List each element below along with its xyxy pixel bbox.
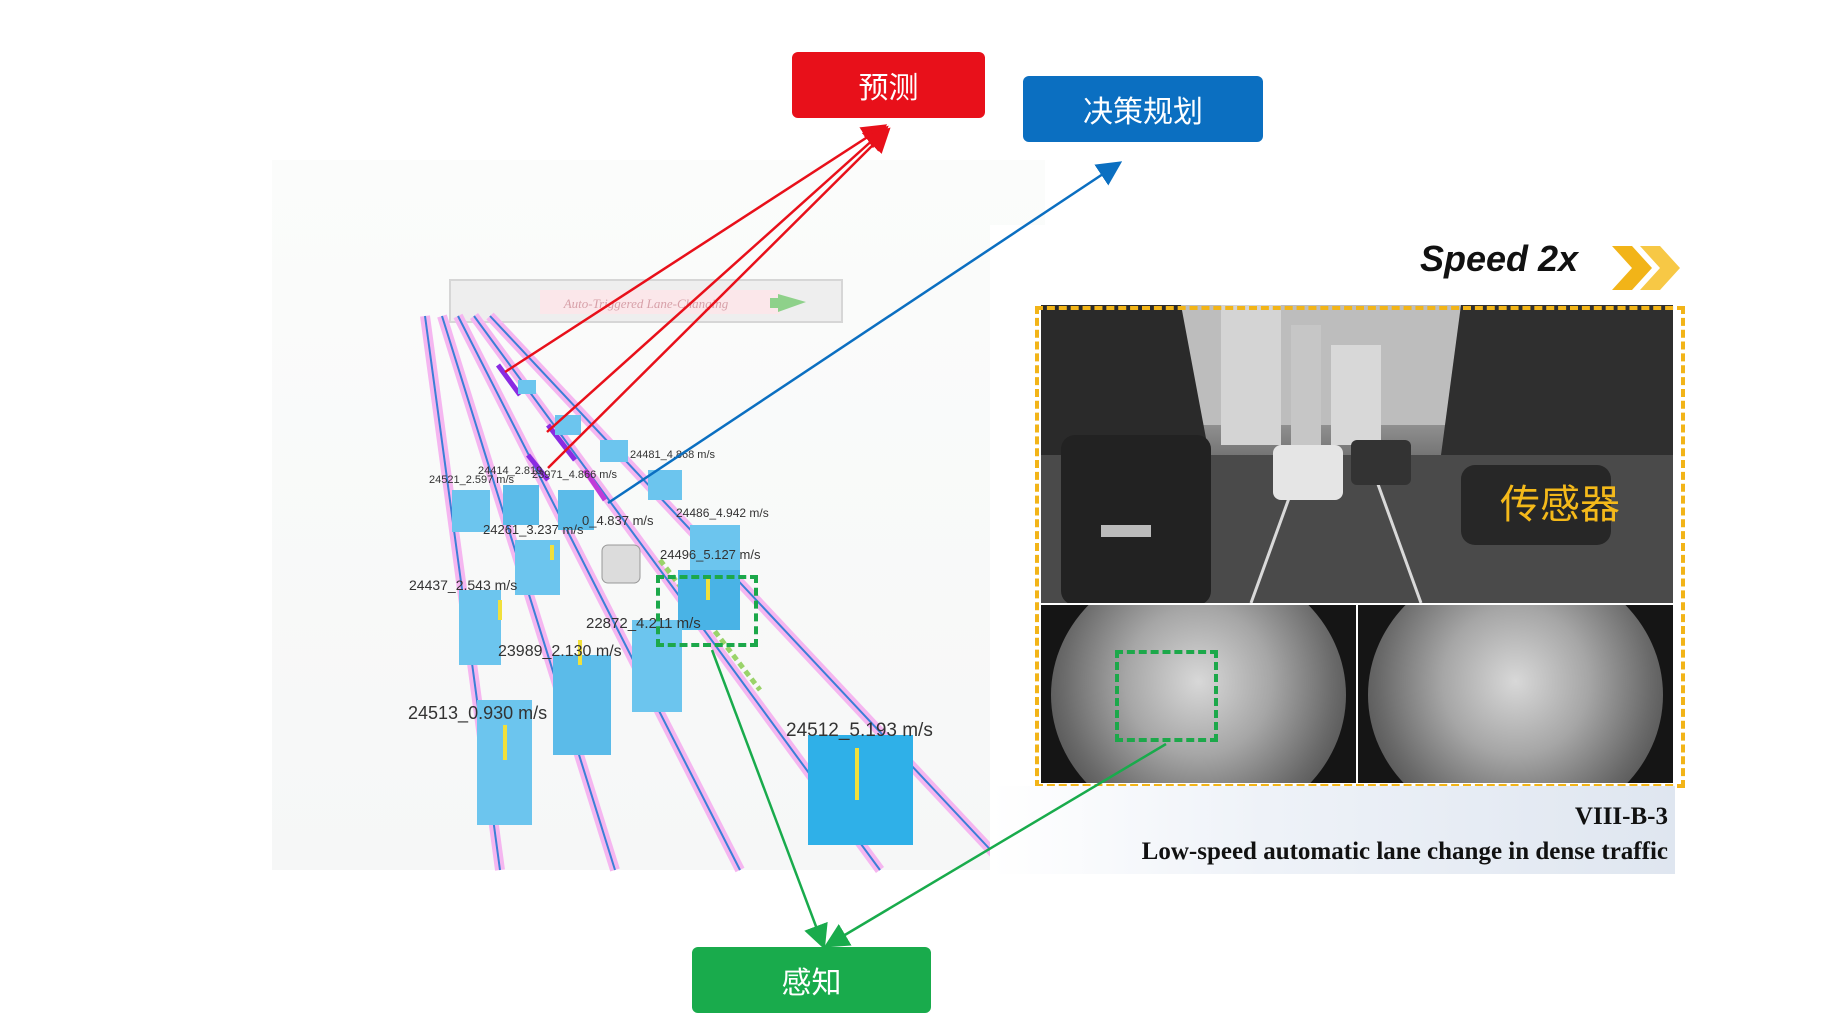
vehicle-label: 24521_2.597 m/s	[429, 474, 515, 486]
vehicle-label: 22872_4.211 m/s	[586, 615, 701, 632]
sim-detection-highlight	[656, 575, 758, 647]
perception-box: 感知	[692, 947, 931, 1013]
front-camera-view	[1041, 305, 1673, 603]
vehicle-box	[600, 440, 628, 462]
vehicle-label: 24513_0.930 m/s	[408, 703, 547, 724]
vehicle-label: 23971_4.866 m/s	[532, 469, 618, 481]
vehicle-label: 0_4.837 m/s	[582, 513, 654, 528]
vehicle-box	[690, 525, 740, 575]
vehicle-box	[459, 590, 501, 665]
prediction-box: 预测	[792, 52, 985, 118]
vehicle-box	[648, 470, 682, 500]
vehicle-label: 24261_3.237 m/s	[483, 522, 584, 537]
vehicle-label: 24486_4.942 m/s	[676, 506, 769, 520]
vehicle-box	[477, 700, 532, 825]
caption-code: VIII-B-3	[1574, 803, 1668, 830]
ego-vehicle	[601, 544, 641, 584]
perception-label: 感知	[781, 966, 842, 1001]
vehicle-label: 24481_4.868 m/s	[630, 449, 716, 461]
planning-label: 决策规划	[1083, 95, 1203, 130]
planning-box: 决策规划	[1023, 76, 1263, 142]
vehicle-label: 24437_2.543 m/s	[409, 577, 517, 593]
vehicle-box	[452, 490, 490, 532]
sensor-label: 传感器	[1500, 482, 1620, 528]
vehicle-box	[808, 735, 913, 845]
vehicle-box	[503, 485, 539, 525]
vehicle-box	[555, 415, 581, 435]
banner-text: Auto-Triggered Lane-Changing	[563, 296, 729, 311]
fisheye-right-view	[1358, 605, 1673, 783]
prediction-label: 预测	[858, 71, 919, 106]
banner-arrow-stem	[770, 298, 782, 308]
vehicle-label: 23989_2.130 m/s	[498, 643, 622, 660]
vehicle-box	[558, 490, 594, 530]
front-camera-scene	[1041, 305, 1673, 603]
vehicle-box	[553, 655, 611, 755]
caption-title: Low-speed automatic lane change in dense…	[1141, 838, 1668, 865]
vehicle-label: 24512_5.193 m/s	[786, 720, 933, 741]
vehicle-label: 24496_5.127 m/s	[660, 547, 761, 562]
vehicle-box	[518, 380, 536, 394]
vehicle-label: 24414_2.819	[478, 465, 542, 477]
speed-label: Speed 2x	[1420, 238, 1579, 279]
fisheye-lens	[1368, 605, 1663, 783]
fisheye-detection-highlight	[1115, 650, 1218, 742]
